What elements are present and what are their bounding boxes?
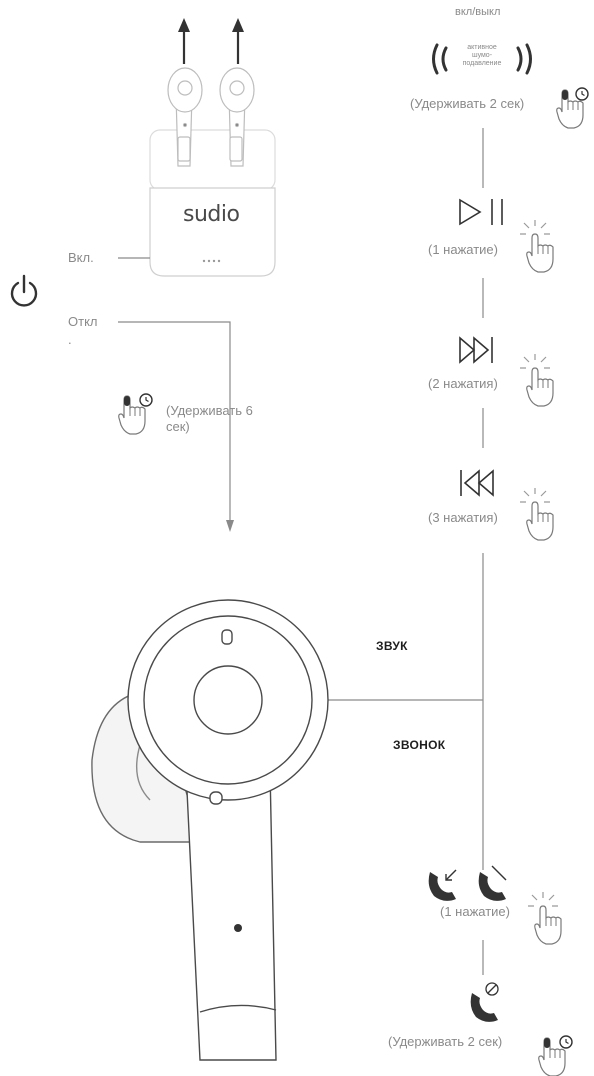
clock-icon [139, 393, 153, 407]
call-section-heading: ЗВОНОК [393, 738, 446, 752]
anc-description: активное шумо- подавление [462, 44, 502, 67]
tap-hand-icon [527, 891, 562, 945]
tap-hand-icon [519, 219, 554, 273]
power-off-dot: . [68, 332, 72, 347]
power-off-label: Откл [68, 314, 98, 329]
play-pause-icon [459, 198, 503, 226]
right-earbud-in-case [219, 67, 255, 167]
previous-track-label: (3 нажатия) [428, 510, 498, 525]
left-earbud-in-case [167, 67, 203, 167]
hold-hand-icon [538, 1037, 566, 1076]
play-pause-label: (1 нажатие) [428, 242, 498, 257]
brand-logo: sudio [183, 202, 240, 227]
clock-icon [575, 87, 589, 101]
charging-case-illustration [149, 18, 276, 277]
previous-track-icon [460, 469, 494, 497]
anc-toggle-label: вкл/выкл [455, 6, 501, 18]
end-call-icon [478, 865, 507, 901]
clock-icon [559, 1035, 573, 1049]
answer-end-call-label: (1 нажатие) [440, 904, 510, 919]
reject-call-icon [470, 982, 499, 1022]
arrow-up-icon [232, 18, 244, 64]
arrow-up-icon [178, 18, 190, 64]
answer-call-icon [428, 869, 457, 901]
next-track-icon [459, 336, 493, 364]
earbud-closeup-illustration [91, 599, 329, 1061]
off-leader-line [118, 321, 231, 520]
power-on-label: Вкл. [68, 250, 94, 265]
noise-cancel-waves-icon [432, 43, 532, 75]
reject-call-label: (Удерживать 2 сек) [388, 1034, 503, 1049]
power-off-hold-label-1: (Удерживать 6 [166, 403, 253, 418]
anc-hold-label: (Удерживать 2 сек) [410, 96, 525, 111]
tap-hand-icon [519, 353, 554, 407]
power-off-hold-label-2: сек) [166, 419, 190, 434]
tap-hand-icon [519, 487, 554, 541]
next-track-label: (2 нажатия) [428, 376, 498, 391]
arrow-down-icon [226, 520, 234, 532]
hold-hand-icon [556, 89, 584, 129]
hold-hand-icon [118, 395, 146, 435]
power-icon [10, 274, 38, 307]
sound-section-heading: ЗВУК [376, 639, 408, 653]
